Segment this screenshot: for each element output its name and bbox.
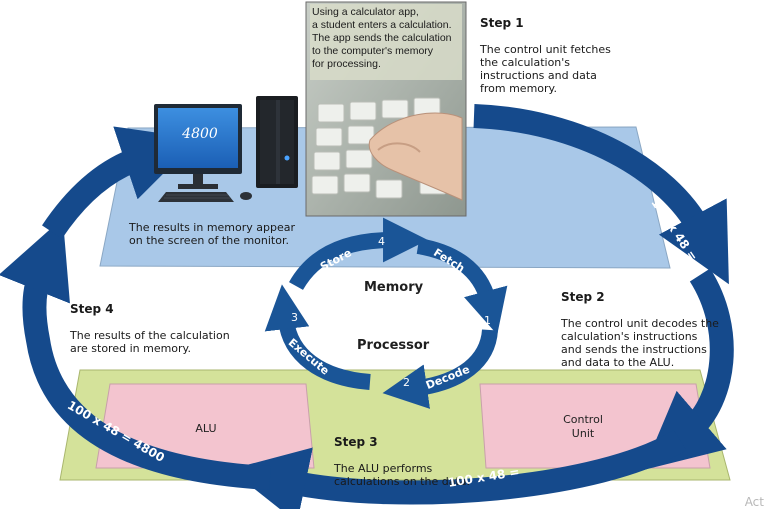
desktop-computer	[154, 96, 298, 202]
step2-block: Step 2 The control unit decodes the calc…	[561, 278, 761, 382]
step2-heading: Step 2	[561, 290, 605, 304]
keyboard-photo	[305, 1, 467, 217]
inner-arrow-decode	[382, 328, 498, 409]
cycle-number-4: 4	[378, 235, 385, 248]
alu-label: ALU	[195, 422, 217, 435]
step1-heading: Step 1	[480, 16, 524, 30]
memory-label: Memory	[364, 280, 424, 295]
step4-text: The results of the calculation are store…	[70, 329, 230, 355]
photo-caption: Using a calculator app, a student enters…	[312, 6, 452, 70]
step4-heading: Step 4	[70, 302, 114, 316]
step2-text: The control unit decodes the calculation…	[561, 317, 719, 369]
outer-arrow-step1	[473, 104, 729, 285]
step3-block: Step 3 The ALU performs calculations on …	[334, 423, 484, 501]
processor-label: Processor	[357, 338, 430, 353]
cycle-number-2: 2	[403, 376, 410, 389]
inner-arrow-execute	[264, 284, 371, 390]
memory-note: The results in memory appear on the scre…	[129, 221, 296, 247]
step1-block: Step 1 The control unit fetches the calc…	[480, 4, 680, 108]
outer-arrow-step2	[643, 268, 734, 471]
monitor-display-value: 4800	[182, 126, 218, 142]
outer-arrow-step3	[229, 429, 687, 514]
step1-text: The control unit fetches the calculation…	[480, 43, 611, 95]
watermark-text: Act	[744, 495, 764, 509]
step3-text: The ALU performs calculations on the dat…	[334, 462, 470, 488]
control-unit-label: Control Unit	[563, 413, 603, 440]
outer-arrow-step4	[0, 217, 271, 490]
outer-arrow-to-monitor	[42, 126, 199, 239]
step4-block: Step 4 The results of the calculation ar…	[70, 290, 250, 368]
step3-heading: Step 3	[334, 435, 378, 449]
cycle-number-3: 3	[291, 311, 298, 324]
inner-arrow-store	[289, 217, 428, 291]
cycle-number-1: 1	[484, 314, 491, 327]
inner-arrow-fetch	[416, 238, 508, 335]
